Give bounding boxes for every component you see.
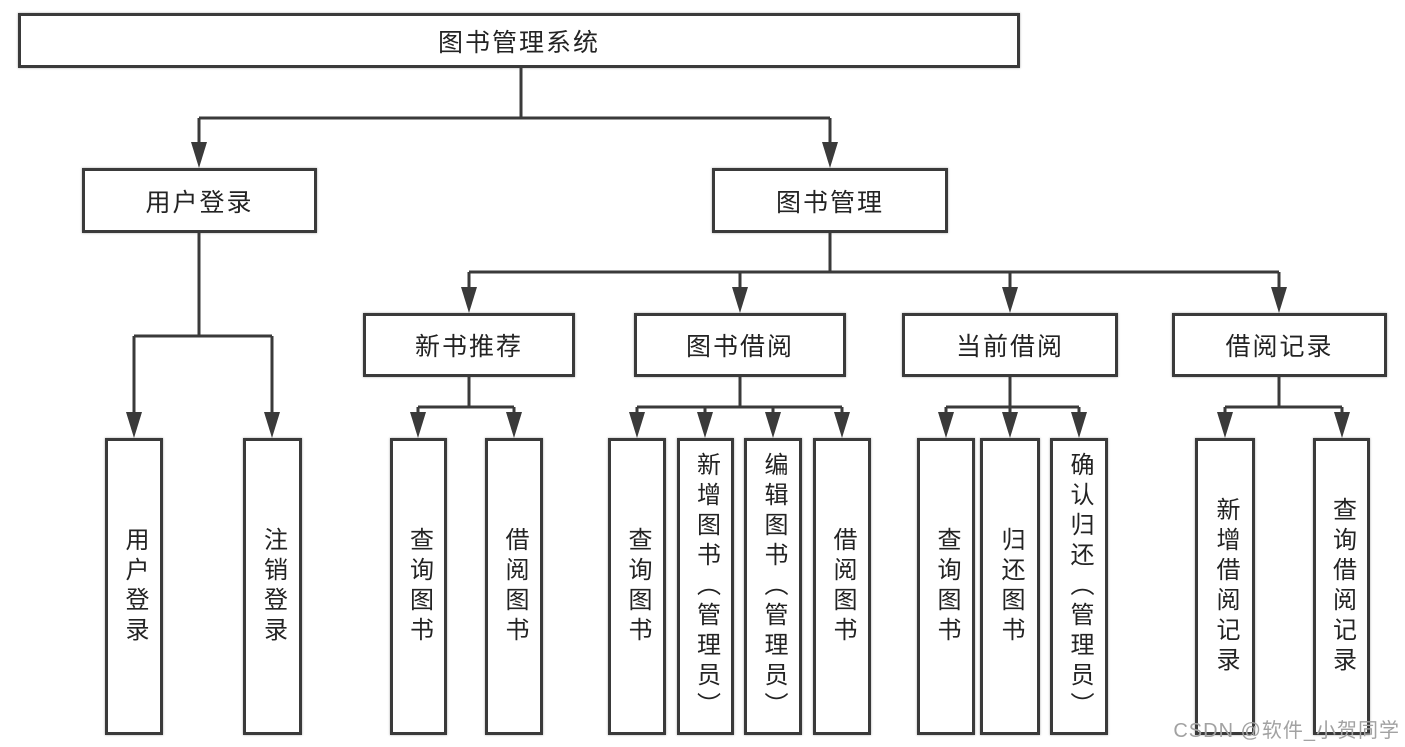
leaf-borrowing-edit-books-admin: 编辑图书（管理员） — [744, 438, 802, 735]
leaf-borrowing-borrow-books: 借阅图书 — [813, 438, 871, 735]
node-label: 当前借阅 — [955, 333, 1064, 361]
node-label: 用户登录 — [145, 188, 254, 217]
leaf-current-confirm-return-admin: 确认归还（管理员） — [1050, 438, 1108, 735]
node-label: 确认归还（管理员） — [1066, 451, 1093, 722]
node-current-borrowing: 当前借阅 — [902, 313, 1118, 377]
leaf-current-return-books: 归还图书 — [980, 438, 1040, 735]
node-book-management: 图书管理 — [712, 168, 948, 233]
leaf-user-login: 用户登录 — [105, 438, 163, 735]
node-label: 归还图书 — [997, 526, 1024, 647]
leaf-borrowing-query-books: 查询图书 — [608, 438, 666, 735]
node-root: 图书管理系统 — [18, 13, 1020, 68]
node-label: 新增借阅记录 — [1212, 496, 1239, 677]
leaf-borrowing-add-books-admin: 新增图书（管理员） — [677, 438, 734, 735]
node-label: 查询图书 — [624, 526, 651, 647]
node-label: 借阅记录 — [1225, 333, 1334, 361]
node-label: 查询借阅记录 — [1328, 496, 1356, 677]
leaf-recommend-query-books: 查询图书 — [390, 438, 447, 735]
leaf-records-query-borrow-record: 查询借阅记录 — [1313, 438, 1370, 735]
arrowhead-icons — [126, 142, 1350, 438]
node-label: 注销登录 — [259, 526, 287, 647]
leaf-current-query-books: 查询图书 — [917, 438, 975, 735]
node-label: 查询图书 — [933, 526, 960, 647]
leaf-logout-login: 注销登录 — [243, 438, 302, 735]
node-label: 新书推荐 — [414, 333, 523, 361]
leaf-recommend-borrow-books: 借阅图书 — [485, 438, 543, 735]
node-label: 新增图书（管理员） — [692, 451, 720, 722]
node-label: 图书管理系统 — [437, 28, 600, 57]
node-label: 查询图书 — [405, 526, 433, 647]
node-user-login: 用户登录 — [82, 168, 317, 233]
leaf-records-add-borrow-record: 新增借阅记录 — [1195, 438, 1255, 735]
csdn-watermark: CSDN @软件_小贺同学 — [1173, 720, 1400, 742]
node-new-book-recommendation: 新书推荐 — [363, 313, 575, 377]
node-label: 用户登录 — [121, 526, 148, 647]
node-label: 借阅图书 — [501, 526, 528, 647]
node-borrowing-records: 借阅记录 — [1172, 313, 1387, 377]
connector-stems — [132, 68, 1344, 418]
node-label: 图书管理 — [775, 188, 884, 217]
node-book-borrowing: 图书借阅 — [634, 313, 846, 377]
node-label: 编辑图书（管理员） — [760, 451, 787, 722]
node-label: 图书借阅 — [685, 333, 794, 361]
node-label: 借阅图书 — [829, 526, 856, 647]
